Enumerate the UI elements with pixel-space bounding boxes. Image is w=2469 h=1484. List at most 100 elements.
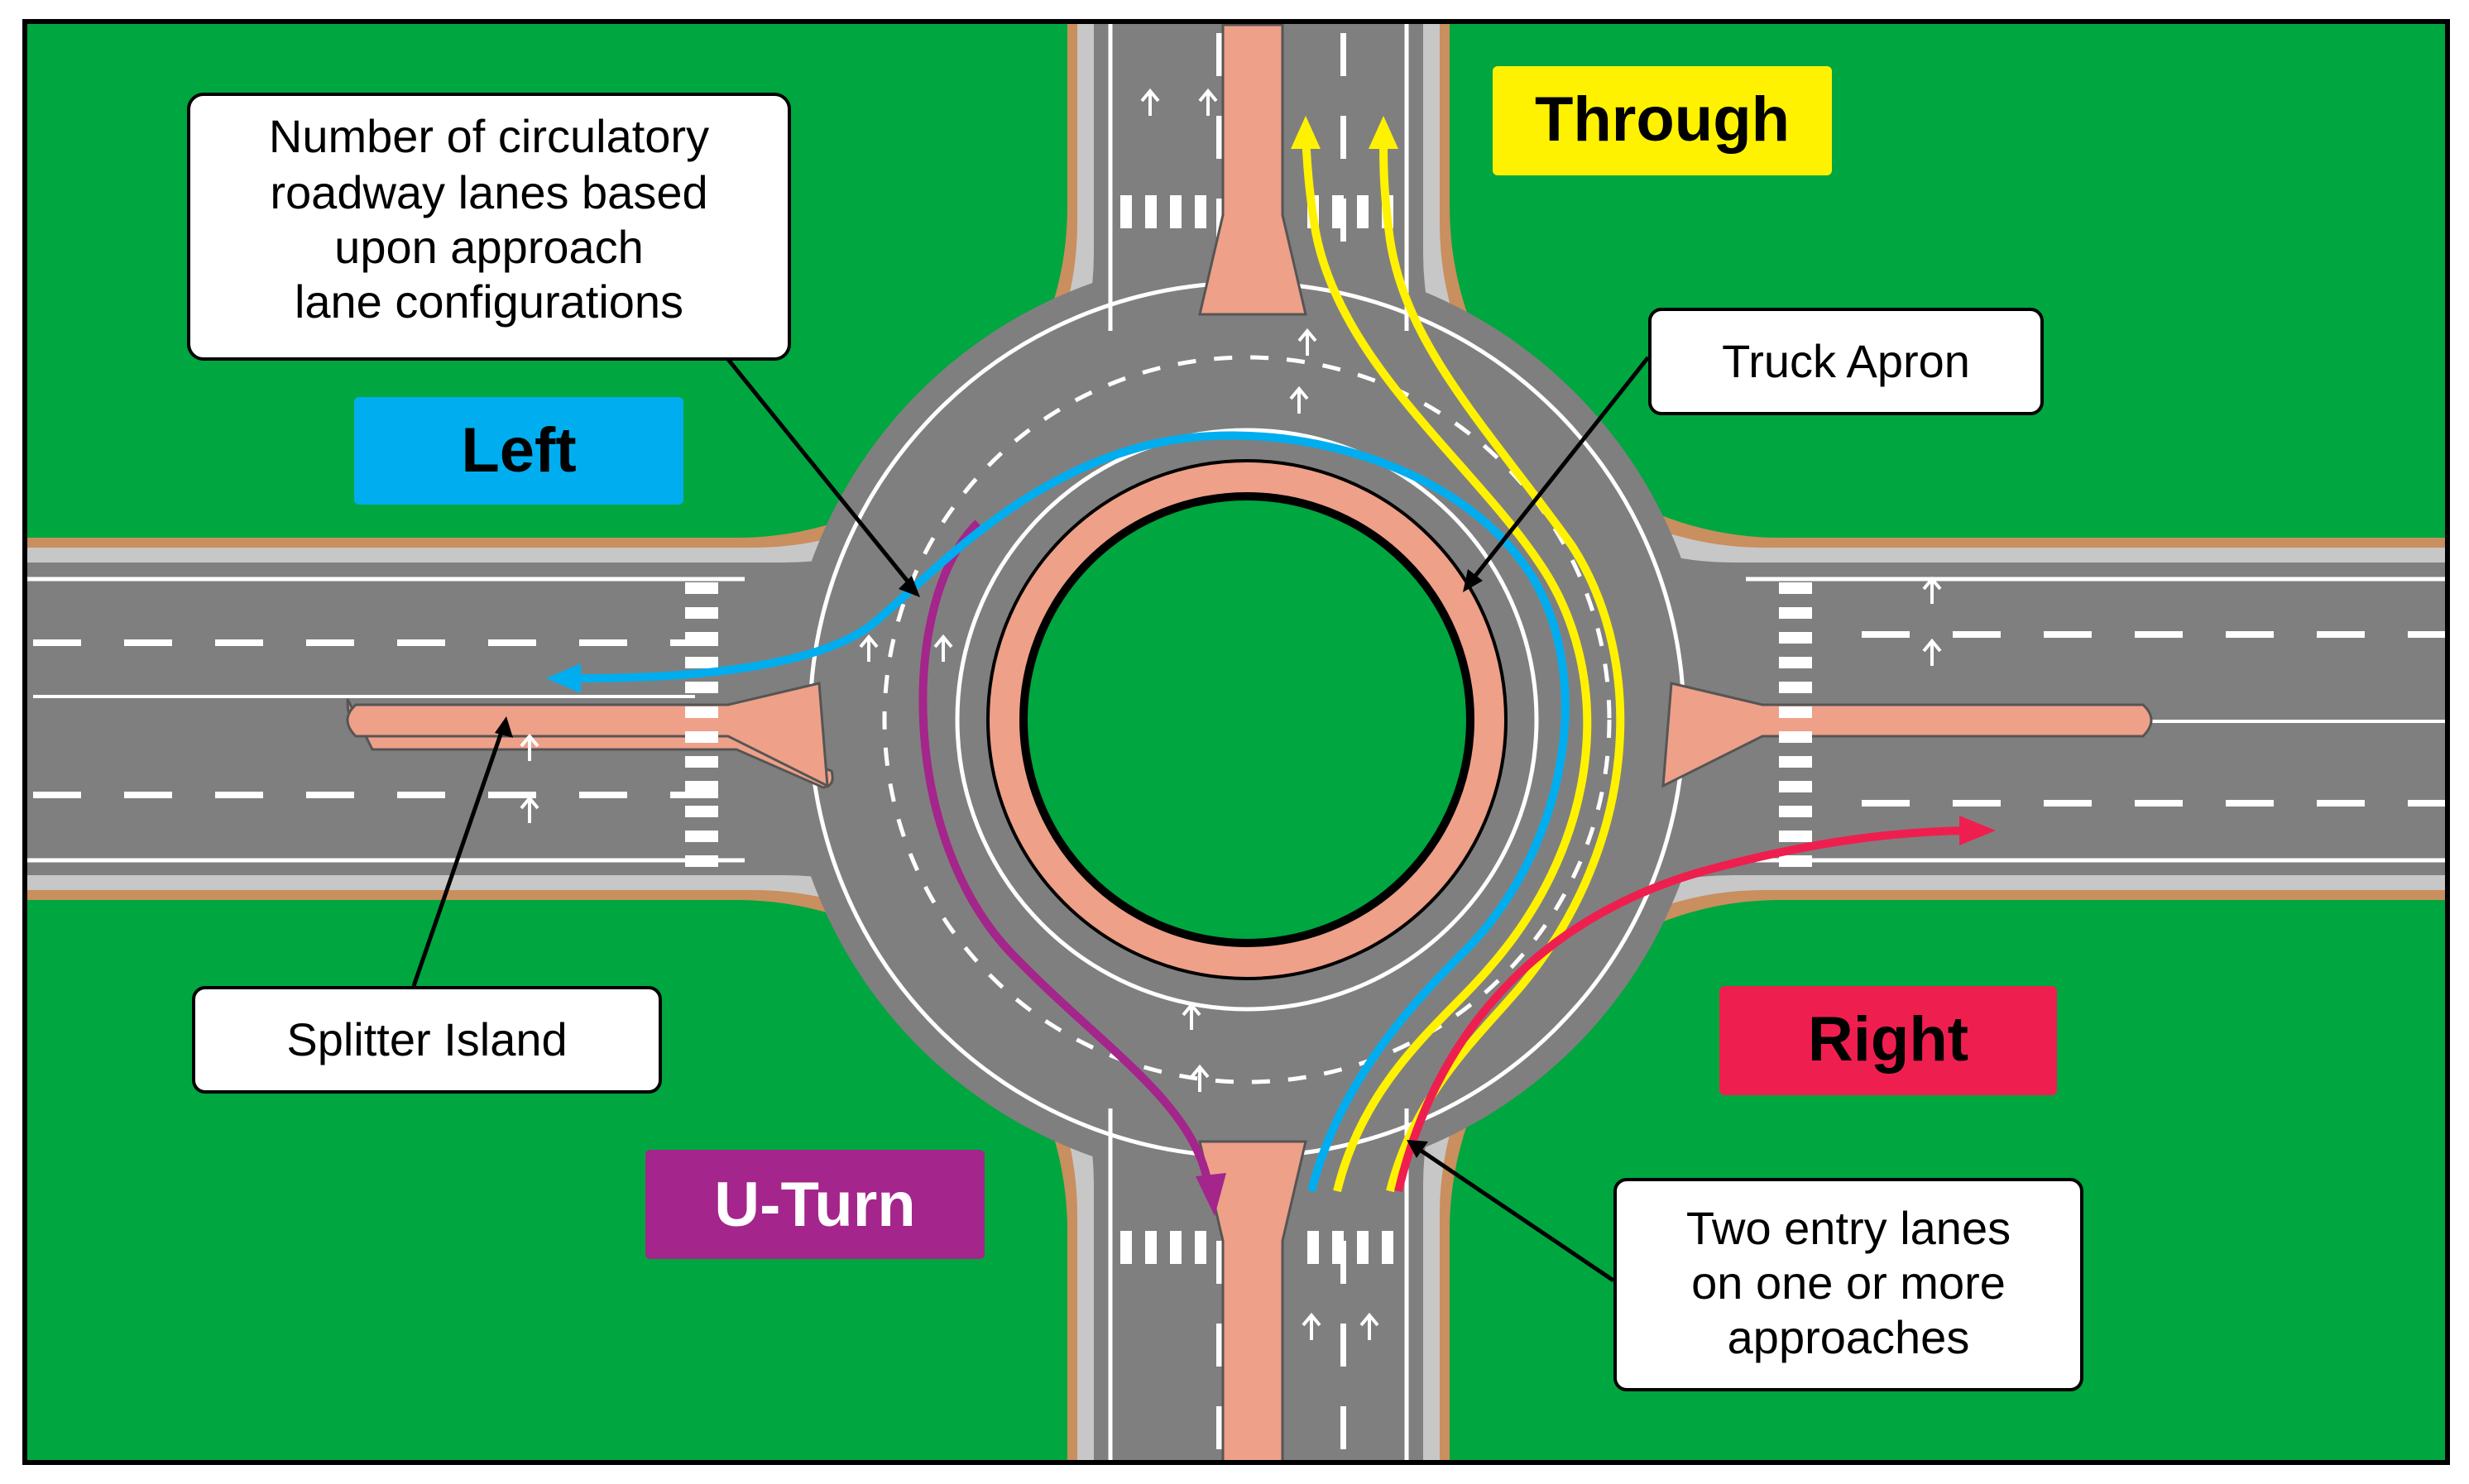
lane-dash (1216, 33, 1222, 76)
crosswalk-bar (1120, 1231, 1132, 1264)
label-left-text: Left (461, 415, 576, 486)
crosswalk-bar (685, 682, 718, 693)
callout-truck-apron-text: Truck Apron (1722, 335, 1970, 387)
crosswalk-bar (685, 806, 718, 817)
lane-dash (1953, 631, 2001, 638)
leader-truck-apron-arrowhead (1463, 569, 1483, 592)
lane-arrow-icon (1922, 576, 1942, 604)
callout-circulatory-line-3: upon approach (334, 221, 644, 273)
inner-circle-edge (955, 428, 1539, 1012)
crosswalk-bar (685, 582, 718, 594)
callout-circulatory-line-1: Number of circulatory (269, 110, 709, 162)
uturn-arrowhead (1196, 1173, 1226, 1216)
crosswalk-bar (1170, 195, 1182, 228)
lane-dash (397, 639, 445, 646)
crosswalk-bar (1779, 756, 1812, 768)
lane-arrow-icon (1182, 1002, 1201, 1030)
crosswalk-bar (685, 831, 718, 842)
lane-dash (2226, 631, 2274, 638)
crosswalks (685, 195, 1812, 1264)
splitter-island-south (1198, 1140, 1307, 1462)
central-island (1019, 492, 1474, 947)
through-arrowhead-outer (1369, 116, 1398, 149)
leader-circulatory (725, 356, 910, 584)
crosswalk-bar (1779, 607, 1812, 619)
lane-arrow-icon (520, 795, 539, 823)
crosswalk-bar (685, 706, 718, 718)
callout-entry-lanes-box (1613, 1178, 2083, 1391)
crosswalk-bar (1779, 831, 1812, 842)
label-uturn-bg (645, 1150, 985, 1259)
leader-splitter (411, 731, 504, 987)
label-through-text: Through (1535, 84, 1790, 155)
lane-arrow-icon (1190, 1064, 1210, 1092)
movement-paths (546, 116, 1996, 1216)
lane-dash (1216, 199, 1222, 242)
crosswalk-bar (685, 657, 718, 668)
crosswalk-bar (1779, 632, 1812, 644)
callout-entry-lanes: Two entry lanes on one or more approache… (1613, 1178, 2083, 1391)
lane-dash (2135, 800, 2183, 807)
lane-arrows (520, 88, 1942, 1340)
callout-circulatory-lanes: Number of circulatory roadway lanes base… (187, 93, 791, 361)
crosswalk-bar (1357, 195, 1369, 228)
circulatory-lane-line (882, 355, 1612, 1084)
leader-entry-lanes-arrowhead (1407, 1140, 1428, 1158)
lane-dash (1340, 116, 1346, 159)
lane-arrow-icon (859, 634, 879, 662)
lane-dash (33, 639, 81, 646)
crosswalk-bar (685, 632, 718, 644)
lane-dash (1216, 1324, 1222, 1367)
callout-entry-lanes-line-3: approaches (1728, 1311, 1970, 1363)
crosswalk-bar (685, 855, 718, 867)
crosswalk-bar (1779, 781, 1812, 792)
lane-dash (2135, 631, 2183, 638)
callout-circulatory-line-2: roadway lanes based (270, 166, 707, 218)
crosswalk-bar (1779, 806, 1812, 817)
callout-entry-lanes-line-2: on one or more (1691, 1257, 2006, 1309)
lane-dash (124, 792, 172, 798)
callout-truck-apron-box (1648, 308, 2044, 415)
leader-truck-apron (1471, 356, 1650, 581)
through-path-inner (1302, 140, 1592, 1193)
crosswalk-bar (1779, 706, 1812, 718)
lane-dash (1340, 1406, 1346, 1449)
crosswalk-bar (1332, 1231, 1344, 1264)
lane-arrow-icon (1922, 638, 1942, 666)
lane-arrow-icon (933, 634, 953, 662)
lane-dash (124, 639, 172, 646)
crosswalk-bar (1195, 1231, 1206, 1264)
callout-circulatory-box (187, 93, 791, 361)
left-arrowhead (546, 663, 581, 693)
lane-arrow-icon (1198, 88, 1218, 116)
crosswalk-bar (685, 731, 718, 743)
label-uturn-text: U-Turn (714, 1170, 915, 1240)
lane-arrow-icon (1297, 328, 1317, 356)
crosswalk-bar (1145, 195, 1157, 228)
crosswalk-bar (685, 756, 718, 768)
left-path (578, 431, 1570, 1193)
crosswalk-bar (1195, 195, 1206, 228)
lane-arrow-icon (520, 733, 539, 761)
lane-dash (33, 792, 81, 798)
crosswalk-bar (1382, 1231, 1393, 1264)
lane-dash (2408, 631, 2447, 638)
lane-dash (2226, 800, 2274, 807)
callout-splitter-text: Splitter Island (286, 1013, 567, 1065)
lane-dash (215, 639, 263, 646)
lane-dash (1862, 631, 1910, 638)
label-uturn: U-Turn (645, 1150, 985, 1259)
lane-arrow-icon (1140, 88, 1160, 116)
crosswalk-bar (685, 607, 718, 619)
lane-dash (1340, 33, 1346, 76)
lane-dash (670, 792, 718, 798)
lane-dash (2317, 800, 2365, 807)
leader-splitter-arrowhead (495, 716, 513, 738)
lane-dash (1953, 800, 2001, 807)
splitter-island-north (1198, 23, 1307, 316)
lane-arrow-icon (1302, 1312, 1321, 1340)
crosswalk-bar (1170, 1231, 1182, 1264)
label-right-bg (1719, 986, 2057, 1095)
lane-arrow-icon (1359, 1312, 1379, 1340)
crosswalk-bar (685, 781, 718, 792)
